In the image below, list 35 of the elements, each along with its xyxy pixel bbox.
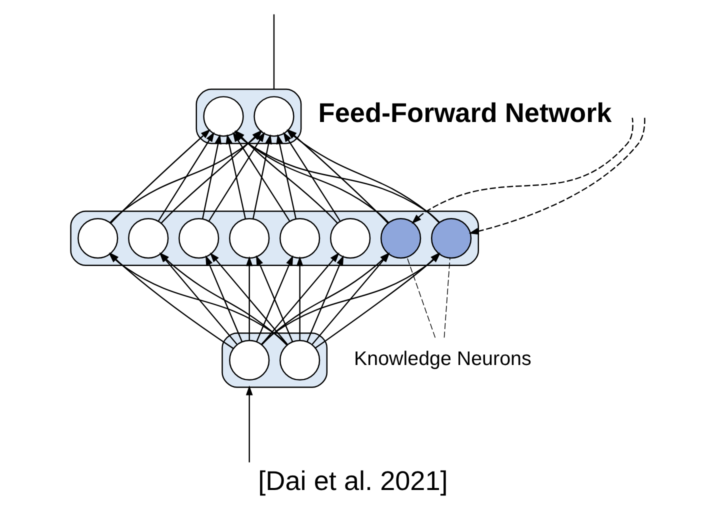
arrow bbox=[245, 385, 252, 462]
arrow bbox=[282, 132, 340, 222]
arrow bbox=[276, 134, 296, 220]
node-text: Knowledge Neurons bbox=[354, 348, 531, 370]
node-circle bbox=[380, 218, 421, 259]
arrow bbox=[306, 255, 344, 342]
node-circle bbox=[430, 218, 472, 259]
node-circle bbox=[178, 218, 219, 259]
arrow bbox=[296, 256, 303, 340]
arrow bbox=[256, 255, 293, 342]
diagram-title: Feed-Forward Network bbox=[318, 97, 612, 128]
node-circle bbox=[279, 340, 320, 381]
connector bbox=[443, 258, 450, 338]
node-circle bbox=[279, 218, 320, 259]
node-circle bbox=[128, 218, 168, 259]
caption: [Dai et al. 2021] bbox=[258, 464, 448, 496]
node-circle bbox=[202, 96, 244, 137]
node-circle bbox=[253, 96, 294, 137]
arrow bbox=[245, 256, 252, 340]
node-circle bbox=[77, 218, 118, 259]
arrow bbox=[205, 255, 242, 342]
node-circle bbox=[228, 340, 270, 381]
connector bbox=[272, 14, 274, 90]
arrow bbox=[110, 129, 210, 224]
arrow bbox=[201, 134, 221, 220]
arrow bbox=[252, 134, 272, 220]
arrow bbox=[157, 132, 214, 222]
arrow bbox=[468, 118, 645, 235]
arrow bbox=[225, 134, 246, 220]
node-circle bbox=[228, 218, 270, 259]
node-circle bbox=[330, 218, 370, 259]
arrow bbox=[209, 252, 288, 345]
arrow bbox=[411, 118, 633, 224]
cluster bbox=[221, 332, 328, 388]
connector bbox=[406, 256, 436, 338]
